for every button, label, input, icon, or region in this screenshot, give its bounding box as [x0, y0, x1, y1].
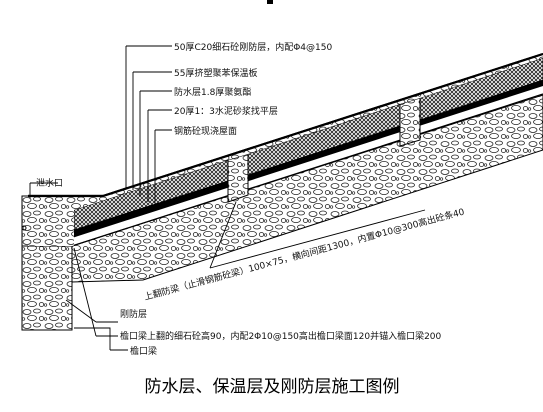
figure-title: 防水层、保温层及刚防层施工图例	[145, 377, 400, 397]
callout-rc-roof-slab: 钢筋砼现浇屋面	[174, 125, 237, 137]
callout-gutter: 泄水口	[36, 177, 63, 189]
callout-waterproof-layer: 防水层1.8厚聚氨酯	[174, 86, 251, 98]
leader-lines	[29, 45, 426, 351]
callout-insulation-board: 55厚挤塑聚苯保温板	[174, 67, 257, 79]
callout-leveling-layer: 20厚1：3水泥砂浆找平层	[174, 105, 278, 117]
slab-top-line	[71, 93, 543, 247]
gutter-mark	[21, 225, 27, 231]
top-gravel-fill	[28, 54, 543, 246]
callout-top-rigid-layer: 50厚C20细石砼刚防层，内配Φ4@150	[174, 41, 332, 53]
header-mark	[267, 0, 273, 4]
callout-eave-beam: 檐口梁	[130, 345, 157, 357]
upturned-beams	[227, 97, 421, 203]
callout-eave-beam-note: 檐口梁上翻的细石砼高90，内配2Φ10@150高出檐口梁面120并锚入檐口梁20…	[120, 330, 442, 342]
callout-rigid-layer: 刚防层	[120, 308, 147, 320]
